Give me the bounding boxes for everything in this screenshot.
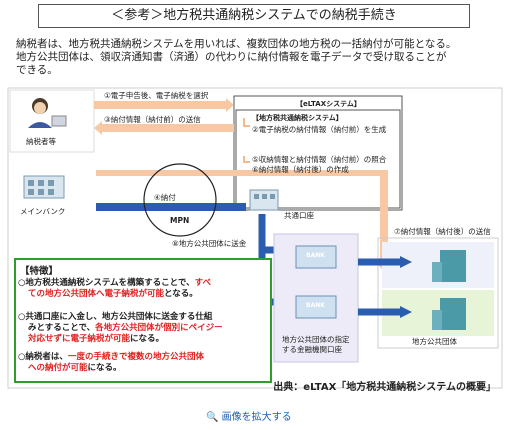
bank-icon-2 — [295, 295, 337, 319]
flow-6-label: ⑥納付情報（納付後）の作成 — [252, 165, 349, 174]
bank-sign-2: BANK — [306, 302, 325, 309]
common-account-icon — [249, 189, 279, 211]
taxpayer-label: 納税者等 — [26, 137, 56, 146]
feature-line: 対応せずに電子納税が可能になる。 — [18, 334, 278, 345]
enlarge-image-link[interactable]: 🔍 画像を拡大する — [206, 408, 292, 423]
arrow-4 — [96, 203, 246, 211]
feature-text: 一度の手続きで複数の地方公共団体 — [67, 352, 204, 362]
feature-line: ○納税者は、一度の手続きで複数の地方公共団体 — [18, 352, 268, 363]
intro-line-2: 地方公共団体は、領収済通知書（済通）の代わりに納付情報を電子データで受け取ること… — [16, 51, 447, 63]
feature-bullet: ○ — [18, 278, 26, 288]
zoom-icon: 🔍 — [206, 412, 219, 423]
arrow-1 — [94, 98, 234, 112]
feature-line: みとすることで、各地方公共団体が個別にペイジー — [18, 323, 278, 334]
bank-icon-1 — [295, 245, 337, 269]
feature-text: すべ — [194, 278, 211, 288]
feature-text: 対応せずに電子納税が可能 — [28, 334, 131, 344]
intro-line-1: 納税者は、地方税共通納税システムを用いれば、複数団体の地方税の一括納付が可能とな… — [16, 38, 457, 50]
feature-text: 納税者は、 — [25, 352, 68, 362]
enlarge-label: 画像を拡大する — [221, 412, 292, 423]
feature-text: となる。 — [164, 289, 198, 299]
feature-line: ○共通口座に入金し、地方公共団体に送金する仕組 — [18, 312, 268, 323]
local-gov-building-icon-1 — [432, 250, 466, 282]
arrow-5 — [243, 156, 250, 163]
common-system-title: 【地方税共通納税システム】 — [252, 114, 343, 122]
local-gov-building-icon-2 — [432, 298, 466, 330]
feature-text: 共通口座に入金し、地方公共団体に送金する仕組 — [25, 312, 213, 322]
flow-5-label: ⑤収納情報と納付情報（納付前）の照合 — [252, 155, 387, 164]
local-gov-frame — [377, 237, 499, 349]
person-icon — [28, 98, 67, 128]
feature-line: ての地方公共団体へ電子納税が可能となる。 — [18, 289, 278, 300]
feature-line: への納付が可能になる。 — [18, 363, 278, 374]
mpn-circle — [143, 163, 217, 237]
common-system-frame — [235, 109, 401, 209]
local-gov-label: 地方公共団体 — [412, 337, 457, 346]
feature-text: みとすることで、 — [28, 323, 96, 333]
flow-1-label: ①電子申告後、電子納税を選択 — [104, 91, 209, 100]
designated-bank-label-1: 地方公共団体の指定 — [282, 335, 350, 344]
flow-4-label: ④納付 — [154, 193, 176, 202]
eltax-title: 【eLTAXシステム】 — [296, 100, 361, 108]
eltax-frame — [233, 95, 403, 211]
feature-bullet: ○ — [18, 312, 26, 322]
intro-line-3: できる。 — [16, 64, 58, 76]
flow-3-label: ③納付情報（納付前）の送信 — [104, 115, 201, 124]
feature-text: 各地方公共団体が個別にペイジー — [95, 323, 223, 333]
features-title: 【特徴】 — [20, 266, 59, 277]
page-title: ＜参考＞地方税共通納税システムでの納税手続き — [38, 4, 470, 28]
designated-bank-label-2: する金融機関口座 — [282, 345, 342, 354]
feature-text: への納付が可能 — [28, 363, 88, 373]
feature-text: になる。 — [130, 334, 165, 344]
flow-7-label: ⑦納付情報（納付後）の送信 — [394, 227, 491, 236]
feature-text: になる。 — [87, 363, 122, 373]
diagram-frame — [7, 87, 503, 389]
main-bank-label: メインバンク — [20, 207, 66, 216]
main-bank-icon — [23, 175, 65, 199]
feature-text: ての地方公共団体へ電子納税が可能 — [28, 289, 165, 299]
features-box — [14, 258, 272, 383]
arrow-2 — [243, 118, 250, 127]
arrow-3 — [94, 121, 234, 135]
flow-2-label: ②電子納税の納付情報（納付前）を生成 — [252, 125, 387, 134]
common-account-label: 共通口座 — [284, 211, 314, 220]
flow-8-label: ⑧地方公共団体に送金 — [172, 239, 247, 248]
source-citation: 出典：eLTAX「地方税共通納税システムの概要」 — [273, 382, 496, 393]
taxpayer-box — [9, 89, 95, 153]
mpn-label: MPN — [170, 216, 190, 225]
bank-sign-1: BANK — [306, 252, 325, 259]
feature-bullet: ○ — [18, 352, 26, 362]
feature-text: 地方税共通納税システムを構築することで、 — [25, 278, 195, 288]
feature-line: ○地方税共通納税システムを構築することで、すべ — [18, 278, 268, 289]
